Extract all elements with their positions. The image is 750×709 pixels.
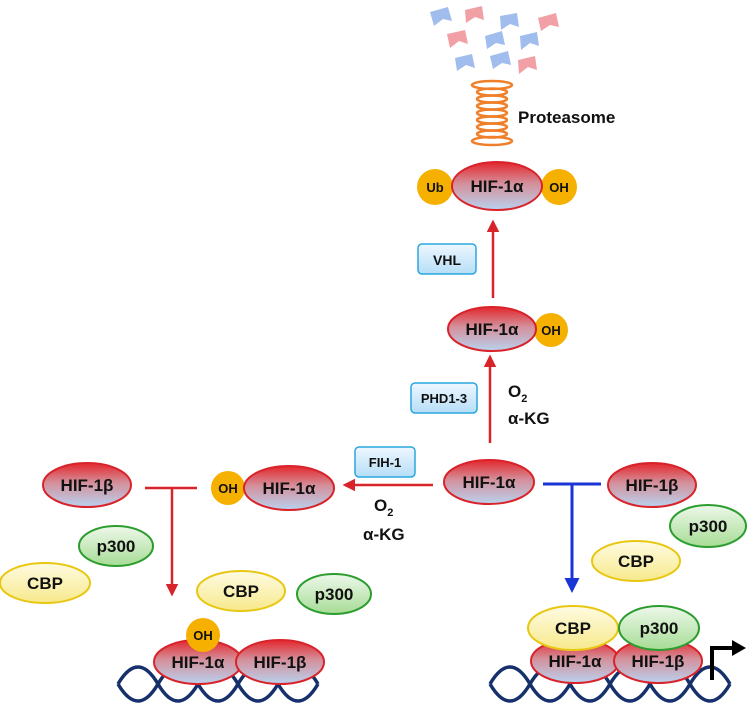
p300-bound — [618, 605, 700, 651]
peptide-fragment-icon — [447, 30, 468, 48]
hif1a-node — [447, 306, 537, 352]
hif1a-node — [443, 459, 535, 505]
svg-text:PHD1-3: PHD1-3 — [421, 391, 467, 406]
svg-text:HIF-1α: HIF-1α — [549, 652, 603, 671]
svg-text:HIF-1α: HIF-1α — [263, 479, 317, 498]
p300-right: p300 — [669, 504, 747, 548]
svg-text:HIF-1α: HIF-1α — [463, 473, 517, 492]
svg-text:p300: p300 — [97, 537, 136, 556]
hif1a-central: HIF-1α — [443, 459, 535, 505]
svg-text:O2: O2 — [374, 496, 393, 519]
svg-text:VHL: VHL — [433, 252, 461, 268]
svg-text:p300: p300 — [689, 517, 728, 536]
svg-text:p300: p300 — [315, 585, 354, 604]
hif1b-node — [607, 462, 697, 508]
proteasome-label: Proteasome — [518, 108, 615, 127]
hydroxyl-tag — [534, 313, 568, 347]
right-active-complex: HIF-1α HIF-1β CBP p300 — [527, 605, 703, 684]
peptide-fragment-icon — [518, 56, 537, 74]
proteasome-icon — [470, 79, 514, 147]
svg-text:HIF-1β: HIF-1β — [626, 476, 679, 495]
hydroxyl-tag — [211, 471, 245, 505]
cofactors-fih: O2 α-KG — [363, 496, 405, 544]
hif1b-left: HIF-1β — [42, 462, 132, 508]
fih-hydroxylated-hif1a: OH HIF-1α — [211, 465, 335, 511]
hif1a-node — [451, 161, 543, 211]
cbp-right: CBP — [591, 540, 681, 582]
svg-text:CBP: CBP — [223, 582, 259, 601]
peptide-fragment-icon — [520, 32, 539, 50]
right-binding-arrow — [543, 482, 601, 593]
svg-text:α-KG: α-KG — [363, 525, 405, 544]
cbp-middle: CBP — [196, 570, 286, 612]
peptide-fragment-icon — [430, 7, 452, 26]
cbp-left: CBP — [0, 562, 91, 604]
hif1a-node — [243, 465, 335, 511]
svg-text:HIF-1α: HIF-1α — [172, 653, 226, 672]
svg-text:HIF-1α: HIF-1α — [466, 320, 520, 339]
svg-text:Ub: Ub — [426, 180, 443, 195]
hif1b-node — [235, 639, 325, 685]
left-bound-complex: HIF-1α HIF-1β OH — [153, 618, 325, 685]
svg-text:OH: OH — [541, 323, 561, 338]
svg-text:CBP: CBP — [555, 619, 591, 638]
cofactors-phd: O2 α-KG — [508, 382, 550, 428]
transcription-start-arrow-icon — [710, 640, 746, 680]
hif1b-right: HIF-1β — [607, 462, 697, 508]
phd-box: PHD1-3 — [410, 382, 478, 414]
peptide-fragment-icon — [490, 51, 511, 69]
svg-text:HIF-1β: HIF-1β — [61, 476, 114, 495]
svg-text:O2: O2 — [508, 382, 527, 405]
hydroxyl-tag — [186, 618, 220, 652]
ubiquitinated-hif1a-complex: Ub OH HIF-1α — [417, 161, 577, 211]
peptide-fragment-icon — [538, 13, 559, 31]
p300-middle: p300 — [296, 573, 372, 615]
hydroxylated-hif1a: OH HIF-1α — [447, 306, 568, 352]
peptide-fragment-icon — [500, 13, 519, 30]
peptide-fragment-icon — [485, 31, 505, 49]
svg-text:HIF-1α: HIF-1α — [471, 177, 525, 196]
svg-text:p300: p300 — [640, 619, 679, 638]
fih-box: FIH-1 — [354, 446, 416, 478]
svg-text:CBP: CBP — [618, 552, 654, 571]
peptide-fragment-icon — [465, 6, 484, 23]
p300-left: p300 — [78, 525, 154, 567]
hif1b-node — [42, 462, 132, 508]
svg-text:OH: OH — [218, 481, 238, 496]
hydroxyl-tag — [541, 169, 577, 205]
dna-helix-icon — [488, 665, 732, 703]
svg-text:HIF-1β: HIF-1β — [254, 653, 307, 672]
peptide-fragment-icon — [455, 54, 475, 71]
svg-text:α-KG: α-KG — [508, 409, 550, 428]
ubiquitin-tag — [417, 169, 453, 205]
svg-text:OH: OH — [193, 628, 213, 643]
svg-text:OH: OH — [549, 180, 569, 195]
svg-text:FIH-1: FIH-1 — [369, 455, 402, 470]
svg-text:CBP: CBP — [27, 574, 63, 593]
svg-text:HIF-1β: HIF-1β — [632, 652, 685, 671]
vhl-box: VHL — [417, 243, 477, 275]
peptide-fragments — [430, 6, 559, 74]
left-binding-arrow — [145, 486, 197, 597]
